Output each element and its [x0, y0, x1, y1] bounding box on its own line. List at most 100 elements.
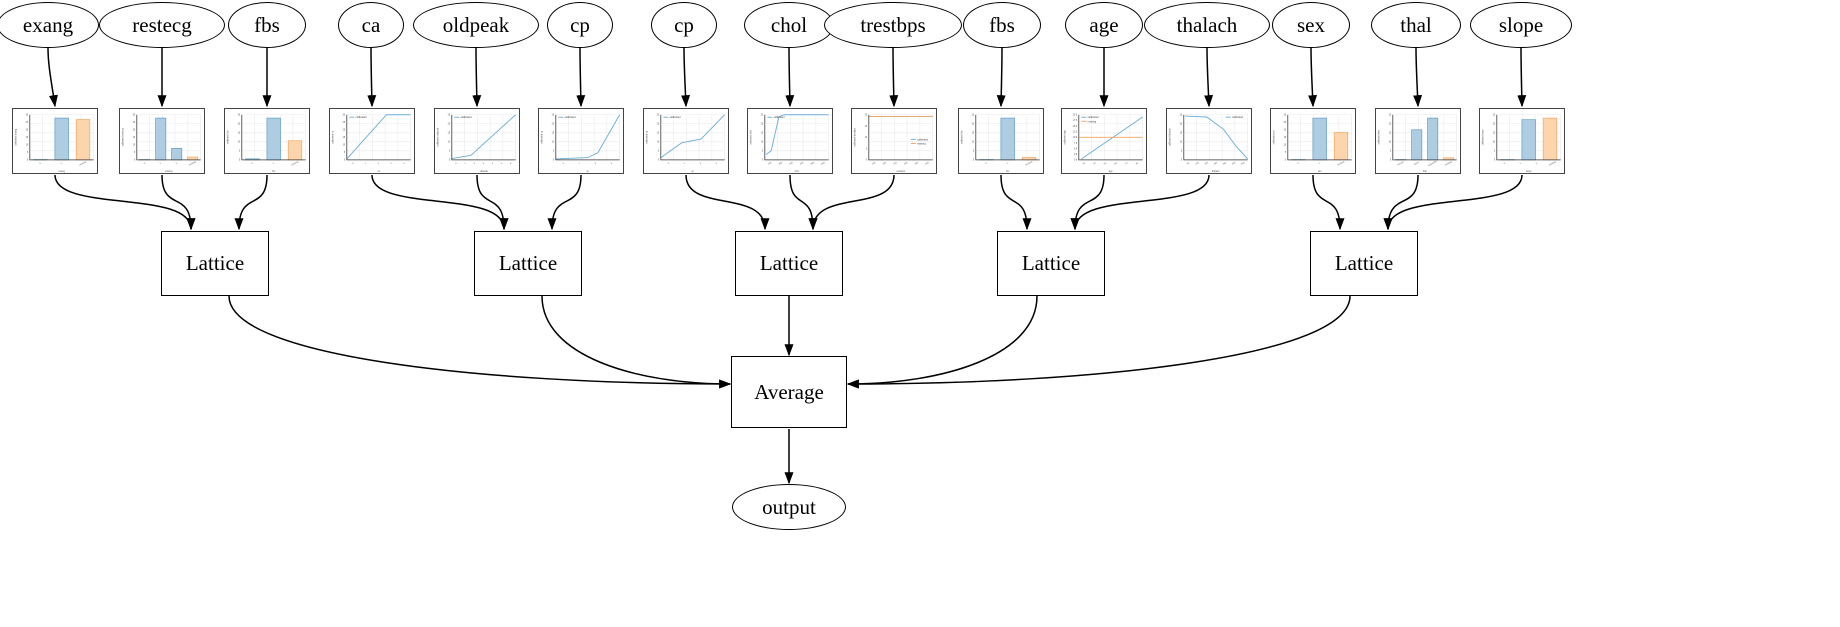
x-tick-label: 100: [1195, 162, 1200, 166]
series-line-calibrated: [660, 114, 725, 158]
legend-label-calibrated: calibrated: [356, 116, 368, 119]
x-tick-label: missing: [1549, 161, 1557, 167]
y-tick-label: 25: [238, 115, 241, 117]
x-tick-label: 30: [1083, 162, 1087, 165]
feature-node-cp[interactable]: cp: [547, 2, 613, 48]
y-tick-label: 5: [449, 151, 451, 153]
feature-node-cp[interactable]: cp: [651, 2, 717, 48]
x-tick-label: 500: [811, 162, 816, 166]
lattice-node[interactable]: Lattice: [735, 230, 843, 296]
y-tick-label: 30: [133, 115, 136, 117]
output-node-output[interactable]: output: [732, 484, 846, 530]
feature-node-label: thal: [1400, 12, 1432, 37]
bar-missing: [1542, 117, 1558, 161]
lattice-node[interactable]: Lattice: [474, 230, 582, 296]
feature-node-age[interactable]: age: [1065, 2, 1143, 48]
y-tick-label: 20: [1493, 124, 1496, 126]
bar-1: [155, 117, 167, 161]
y-tick-label: 5: [1181, 151, 1183, 153]
x-tick-label: fixed: [1414, 162, 1420, 166]
y-tick-label: 25: [552, 115, 555, 117]
x-axis-label: sex: [1318, 171, 1322, 173]
feature-node-sex[interactable]: sex: [1272, 2, 1350, 48]
feature-node-thal[interactable]: thal: [1371, 2, 1461, 48]
edge-feature-to-calibrator: [1413, 47, 1423, 108]
legend-label-missing: missing: [1088, 120, 1097, 123]
y-tick-label: 10.0: [1073, 137, 1078, 139]
feature-node-slope[interactable]: slope: [1470, 2, 1572, 48]
feature-node-ca[interactable]: ca: [338, 2, 404, 48]
x-tick-label: 1: [1319, 162, 1322, 165]
y-tick-label: 10: [448, 142, 451, 144]
feature-node-fbs[interactable]: fbs: [228, 2, 306, 48]
feature-node-oldpeak[interactable]: oldpeak: [413, 2, 539, 48]
legend-label-calibrated: calibrated: [1232, 116, 1244, 119]
y-tick-label: 5: [1390, 151, 1392, 153]
feature-node-thalach[interactable]: thalach: [1144, 2, 1270, 48]
x-tick-label: 5: [501, 162, 504, 165]
x-axis-label: thalach: [1212, 170, 1220, 173]
axis-frame: [555, 114, 620, 161]
x-tick-label: 6: [510, 162, 513, 165]
x-tick-label: 120: [1204, 162, 1209, 166]
axis-frame: [451, 114, 516, 161]
axis-frame: [1392, 114, 1457, 161]
lattice-node[interactable]: Lattice: [161, 230, 269, 296]
feature-node-exang[interactable]: exang: [0, 2, 99, 48]
edge-feature-to-calibrator: [472, 47, 482, 108]
y-tick-label: 20: [238, 124, 241, 126]
y-tick-label: 10: [1389, 142, 1392, 144]
edge-feature-to-calibrator: [1308, 47, 1318, 108]
edge-calibrator-to-lattice: [1383, 174, 1419, 231]
y-tick-label: 0: [553, 160, 555, 162]
x-tick-label: 0: [251, 162, 254, 165]
lattice-node[interactable]: Lattice: [997, 230, 1105, 296]
average-node[interactable]: Average: [731, 356, 847, 428]
feature-node-label: cp: [674, 12, 694, 37]
bar-1: [1000, 117, 1015, 161]
y-tick-label: 0: [239, 160, 241, 162]
edge-calibrator-to-lattice: [1070, 174, 1105, 231]
x-tick-label: 140: [893, 162, 898, 166]
y-tick-label: 5: [553, 151, 555, 153]
x-tick-label: 300: [789, 162, 794, 166]
feature-node-label: exang: [22, 12, 74, 37]
y-tick-label: 25: [657, 115, 660, 117]
edge-calibrator-to-lattice: [371, 174, 509, 231]
y-tick-label: 20.0: [1073, 115, 1078, 117]
feature-node-fbs[interactable]: fbs: [963, 2, 1041, 48]
lattice-node[interactable]: Lattice: [1310, 230, 1418, 296]
feature-node-chol[interactable]: chol: [744, 2, 834, 48]
y-tick-label: 0: [1181, 160, 1183, 162]
feature-node-trestbps[interactable]: trestbps: [824, 2, 962, 48]
x-tick-label: 600: [821, 162, 826, 166]
y-tick-label: 25: [1493, 115, 1496, 117]
edge-lattice-to-average: [228, 295, 732, 389]
y-tick-label: 20: [657, 124, 660, 126]
lattice-node-label: Lattice: [498, 250, 558, 275]
feature-node-restecg[interactable]: restecg: [99, 2, 225, 48]
lattice-node-label: Lattice: [759, 250, 819, 275]
series-line-calibrated: [346, 114, 411, 160]
x-tick-label: 0: [985, 162, 988, 165]
